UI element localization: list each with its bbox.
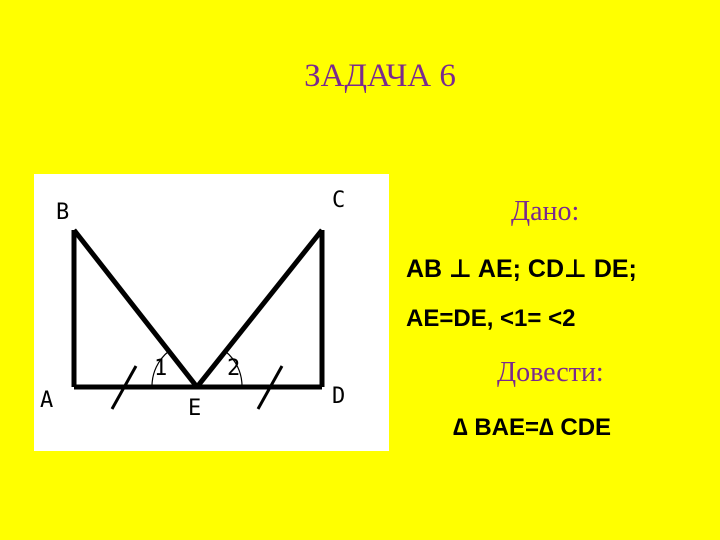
prove-line-1: ∆ BAE=∆ CDE [453,414,612,441]
diagram-lines [71,228,325,410]
given-line-2: AE=DE, <1= <2 [406,305,576,332]
tick-ae [110,365,138,410]
label-a: A [40,388,54,413]
label-e: E [188,396,202,421]
label-angle-2: 2 [227,356,241,381]
label-angle-1: 1 [154,356,168,381]
given-line-1: AB ⊥ AE; CD⊥ DE; [406,255,637,283]
geometry-diagram: B C A E D 1 2 [34,174,389,451]
angle-1-arc [151,350,170,388]
label-d: D [332,384,346,409]
label-c: C [332,188,346,213]
tick-ed [256,365,284,410]
angle-2-arc [224,350,243,388]
prove-heading: Довести: [497,357,604,388]
given-heading: Дано: [511,196,580,227]
segment-be [72,228,199,389]
slide-title: ЗАДАЧА 6 [304,58,456,94]
segment-ce [195,228,324,389]
label-b: B [56,200,70,225]
